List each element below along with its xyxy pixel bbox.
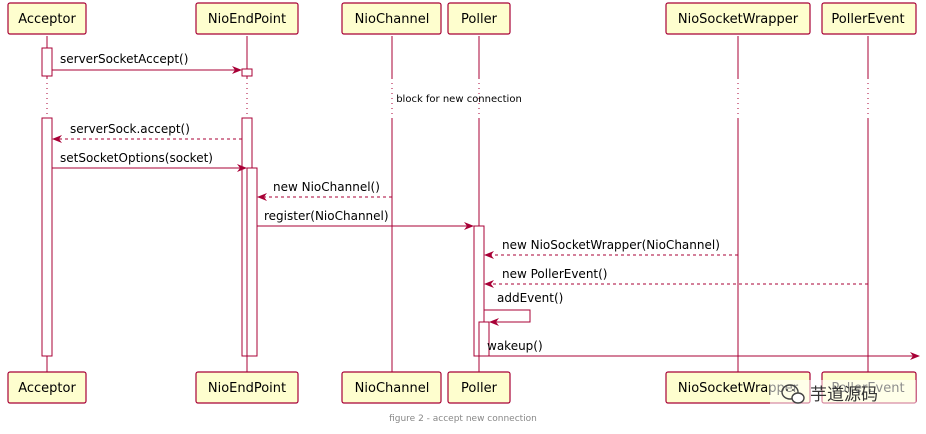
activation-acceptor-1 [41,47,53,77]
watermark: 芋道源码 [770,380,916,406]
message-label-2: setSocketOptions(socket) [60,151,213,165]
participant-label-nioendpoint: NioEndPoint [208,12,286,27]
participants-top: Acceptor NioEndPoint NioChannel Poller N… [7,2,917,35]
participant-label-niosocketwrapper: NioSocketWrapper [678,12,799,27]
participant-box-poller [447,2,511,35]
activation-acceptor-2 [41,117,53,357]
message-label-5: new NioSocketWrapper(NioChannel) [502,238,720,252]
wechat-icon [781,384,805,404]
divider-label: block for new connection [396,94,522,105]
participant-label-poller-bottom: Poller [461,381,498,396]
participant-label-pollerevent: PollerEvent [831,12,904,27]
participant-label-nioendpoint-bottom: NioEndPoint [208,381,286,396]
participant-label-niochannel-bottom: NioChannel [355,381,430,396]
watermark-text: 芋道源码 [810,385,878,405]
participant-label-acceptor: Acceptor [18,12,76,27]
message-label-0: serverSocketAccept() [60,52,188,66]
message-arrow-7 [484,309,531,326]
participant-label-niosocketwrapper-bottom: NioSocketWrapper [678,381,799,396]
message-label-7: addEvent() [497,291,563,305]
participant-label-niochannel: NioChannel [355,12,430,27]
message-label-6: new PollerEvent() [502,267,608,281]
participant-box-acceptor-bottom [7,371,87,404]
participant-box-acceptor [7,2,87,35]
participant-box-niosocketwrapper [665,2,811,35]
message-label-3: new NioChannel() [273,180,380,194]
participant-box-nioendpoint [195,2,299,35]
activations [41,47,490,357]
participant-box-pollerevent [821,2,917,35]
lifelines [46,36,869,372]
messages: serverSocketAccept() serverSock.accept()… [52,52,920,360]
participant-box-niochannel [341,2,442,35]
activation-nioendpoint-1 [241,68,253,77]
activation-nioendpoint-3 [246,167,258,357]
participant-box-nioendpoint-bottom [195,371,299,404]
participant-box-niochannel-bottom [341,371,442,404]
participant-box-poller-bottom [447,371,511,404]
participant-label-acceptor-bottom: Acceptor [18,381,76,396]
message-label-1: serverSock.accept() [70,122,190,136]
message-label-8: wakeup() [487,339,543,353]
figure-caption: figure 2 - accept new connection [389,414,537,424]
message-label-4: register(NioChannel) [264,209,389,223]
participant-label-poller: Poller [461,12,498,27]
